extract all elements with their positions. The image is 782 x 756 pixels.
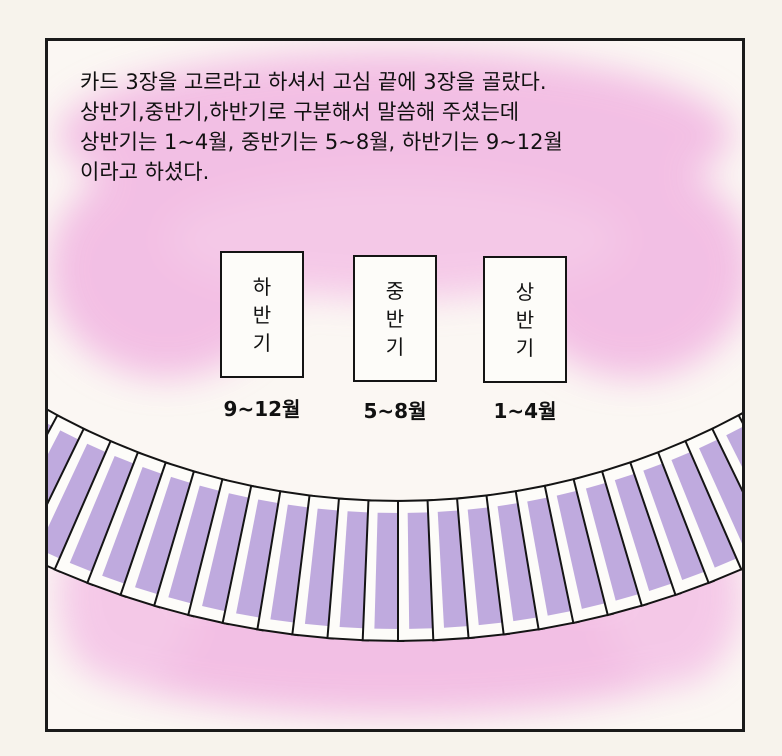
face-down-card bbox=[361, 499, 405, 643]
caption-line-4: 이라고 하셨다. bbox=[80, 160, 210, 184]
face-down-card bbox=[710, 412, 742, 493]
card-char: 상 bbox=[515, 279, 535, 304]
comic-panel: 카드 3장을 고르라고 하셔서 고심 끝에 3장을 골랐다. 상반기,중반기,하… bbox=[45, 38, 745, 732]
face-down-card bbox=[656, 438, 742, 585]
card-char: 하 bbox=[252, 274, 272, 299]
card-char: 기 bbox=[252, 330, 272, 355]
fanned-card-spread bbox=[48, 408, 742, 643]
card-char: 반 bbox=[252, 302, 272, 327]
narration-caption: 카드 3장을 고르라고 하셔서 고심 끝에 3장을 골랐다. 상반기,중반기,하… bbox=[80, 67, 720, 187]
card-mid-half: 중 반 기 bbox=[353, 255, 437, 382]
card-char: 기 bbox=[515, 335, 535, 360]
card-label-second-half: 9~12월 bbox=[223, 397, 301, 421]
card-label-first-half: 1~4월 bbox=[493, 399, 557, 423]
face-down-card bbox=[737, 412, 742, 424]
card-char: 기 bbox=[385, 334, 405, 359]
card-char: 반 bbox=[515, 307, 535, 332]
caption-line-2: 상반기,중반기,하반기로 구분해서 말씀해 주셨는데 bbox=[80, 100, 520, 124]
card-char: 중 bbox=[385, 278, 405, 303]
face-down-card bbox=[326, 497, 374, 642]
card-label-mid-half: 5~8월 bbox=[363, 399, 427, 423]
caption-line-1: 카드 3장을 고르라고 하셔서 고심 끝에 3장을 골랐다. bbox=[80, 70, 547, 94]
card-char: 반 bbox=[385, 306, 405, 331]
caption-line-3: 상반기는 1~4월, 중반기는 5~8월, 하반기는 9~12월 bbox=[80, 130, 563, 154]
card-first-half: 상 반 기 bbox=[483, 256, 567, 383]
card-second-half: 하 반 기 bbox=[220, 251, 304, 378]
